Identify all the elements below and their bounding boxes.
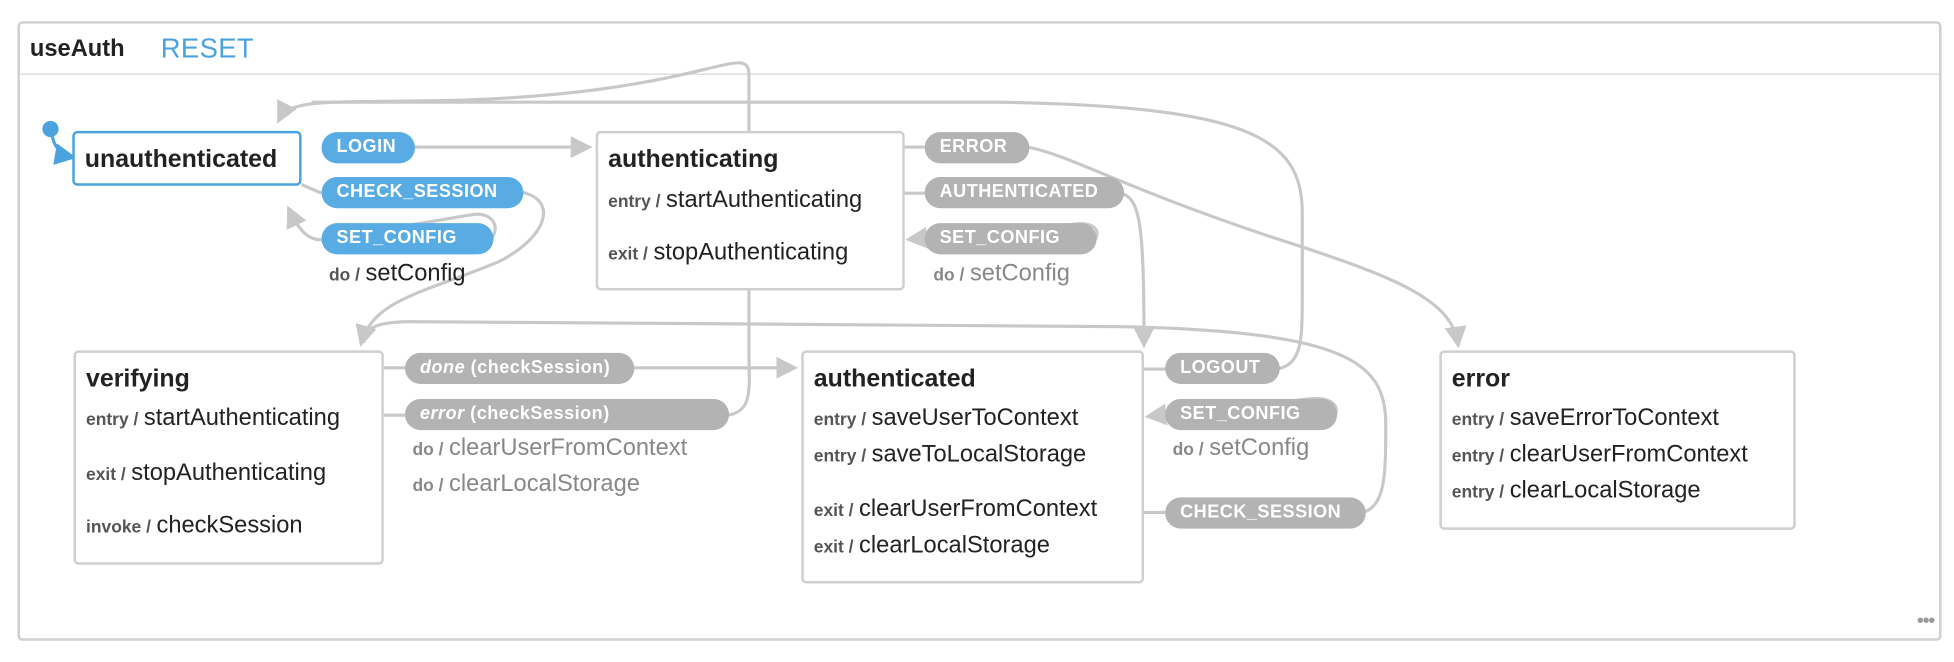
state-title: unauthenticated xyxy=(84,145,278,174)
event-set-config[interactable]: SET_CONFIG xyxy=(321,223,494,255)
entry-action-2: entry / clearUserFromContext xyxy=(1451,441,1748,468)
event-set-config[interactable]: SET_CONFIG xyxy=(924,223,1097,255)
exit-action-1: exit / clearUserFromContext xyxy=(813,496,1098,523)
edge-authed-check-session xyxy=(362,320,1388,514)
state-authenticated[interactable]: authenticated entry / saveUserToContext … xyxy=(801,350,1144,584)
edge-check-session xyxy=(355,190,546,348)
event-authenticated[interactable]: AUTHENTICATED xyxy=(924,177,1125,209)
state-verifying[interactable]: verifying entry / startAuthenticating ex… xyxy=(73,350,384,565)
entry-action-1: entry / saveErrorToContext xyxy=(1451,405,1719,432)
machine-title: useAuth xyxy=(29,36,125,63)
event-error[interactable]: ERROR xyxy=(924,132,1030,164)
event-error-check-session[interactable]: error (checkSession) xyxy=(405,398,730,431)
edge-authenticated xyxy=(1120,191,1155,349)
error-action-1: do / clearUserFromContext xyxy=(412,435,688,462)
entry-action-2: entry / saveToLocalStorage xyxy=(813,441,1087,468)
set-config-action: do / setConfig xyxy=(933,260,1070,287)
exit-action-2: exit / clearLocalStorage xyxy=(813,532,1050,559)
entry-action: entry / startAuthenticating xyxy=(608,187,863,214)
exit-action: exit / stopAuthenticating xyxy=(608,239,849,266)
event-check-session[interactable]: CHECK_SESSION xyxy=(321,177,524,209)
reset-button[interactable]: RESET xyxy=(160,32,255,64)
entry-action-1: entry / saveUserToContext xyxy=(813,405,1079,432)
event-check-session[interactable]: CHECK_SESSION xyxy=(1165,497,1366,529)
edge-check-session-in xyxy=(300,183,323,195)
state-authenticating[interactable]: authenticating entry / startAuthenticati… xyxy=(595,130,905,291)
state-title: authenticating xyxy=(608,145,779,174)
ellipsis-icon[interactable]: ••• xyxy=(1916,610,1935,633)
event-done-check-session[interactable]: done (checkSession) xyxy=(405,352,635,384)
entry-action: entry / startAuthenticating xyxy=(85,405,341,432)
set-config-action: do / setConfig xyxy=(328,260,466,287)
event-set-config[interactable]: SET_CONFIG xyxy=(1165,398,1338,431)
edge-logout xyxy=(311,100,1304,371)
error-action-2: do / clearLocalStorage xyxy=(412,471,640,498)
invoke-action: invoke / checkSession xyxy=(85,512,303,539)
event-logout[interactable]: LOGOUT xyxy=(1165,352,1280,384)
edge-error xyxy=(1027,145,1467,349)
state-title: error xyxy=(1451,365,1510,393)
state-unauthenticated[interactable]: unauthenticated xyxy=(72,130,302,186)
set-config-action: do / setConfig xyxy=(1172,435,1310,462)
initial-state-dot xyxy=(42,120,59,138)
state-error[interactable]: error entry / saveErrorToContext entry /… xyxy=(1439,350,1796,530)
state-title: authenticated xyxy=(813,365,976,393)
exit-action: exit / stopAuthenticating xyxy=(85,460,327,487)
state-title: verifying xyxy=(85,365,190,393)
entry-action-3: entry / clearLocalStorage xyxy=(1451,477,1701,504)
machine-header: useAuth RESET xyxy=(19,24,1940,75)
event-login[interactable]: LOGIN xyxy=(321,132,415,164)
